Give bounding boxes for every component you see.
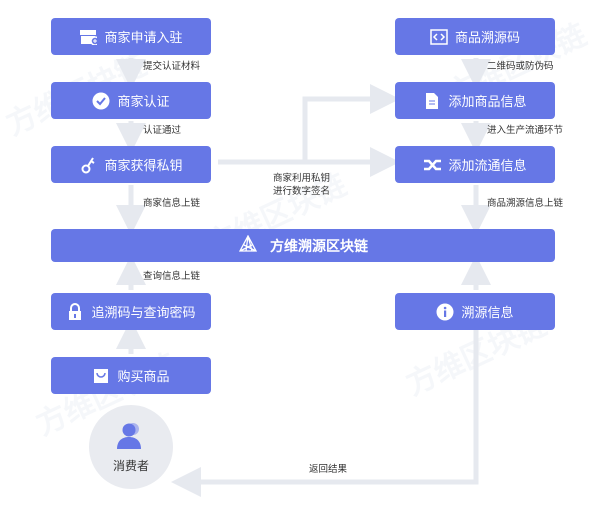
consumer-label: 消费者 [112,459,149,473]
blockchain-bar: 方维溯源区块链 [51,229,555,262]
edge-label: 商家利用私钥 [273,173,331,184]
arrow [302,84,400,162]
step-add-circulation-info: 添加流通信息 [395,146,555,183]
step-label: 购买商品 [117,370,170,385]
store-add-icon [79,28,98,46]
step-label: 商家认证 [117,95,170,110]
shopping-bag-icon [92,367,110,385]
step-add-product-info: 添加商品信息 [395,82,555,119]
blockchain-label: 方维溯源区块链 [270,238,368,255]
step-label: 商家申请入驻 [104,31,183,46]
edge-label: 返回结果 [309,464,348,475]
step-merchant-verify: 商家认证 [51,82,211,119]
edge-label: 商家信息上链 [143,198,201,209]
step-merchant-apply: 商家申请入驻 [51,18,211,55]
network-icon [238,234,258,257]
arrow [171,328,479,497]
step-label: 商品溯源码 [454,31,520,46]
edge-label: 商品溯源信息上链 [487,198,564,209]
step-label: 溯源信息 [461,306,514,321]
edge-label: 提交认证材料 [143,61,201,72]
document-icon [423,92,441,110]
key-icon [79,156,97,174]
edge-label: 查询信息上链 [143,271,201,282]
edge-label: 进入生产流通环节 [487,125,564,136]
step-trace-code: 追溯码与查询密码 [51,293,211,330]
users-icon [116,420,146,453]
edge-label: 二维码或防伪码 [487,61,554,72]
consumer-node: 消费者 [89,405,173,489]
check-circle-icon [92,92,110,110]
step-label: 添加商品信息 [448,95,527,110]
code-icon [430,28,448,46]
step-trace-source-code: 商品溯源码 [395,18,555,55]
info-icon [436,303,454,321]
step-merchant-key: 商家获得私钥 [51,146,211,183]
step-label: 商家获得私钥 [104,159,183,174]
step-trace-info: 溯源信息 [395,293,555,330]
lock-icon [66,302,84,321]
step-label: 添加流通信息 [448,159,527,174]
shuffle-icon [423,156,442,174]
edge-label: 进行数字签名 [273,186,331,197]
step-label: 追溯码与查询密码 [91,306,196,321]
step-buy-goods: 购买商品 [51,357,211,394]
edge-label: 认证通过 [143,125,182,136]
